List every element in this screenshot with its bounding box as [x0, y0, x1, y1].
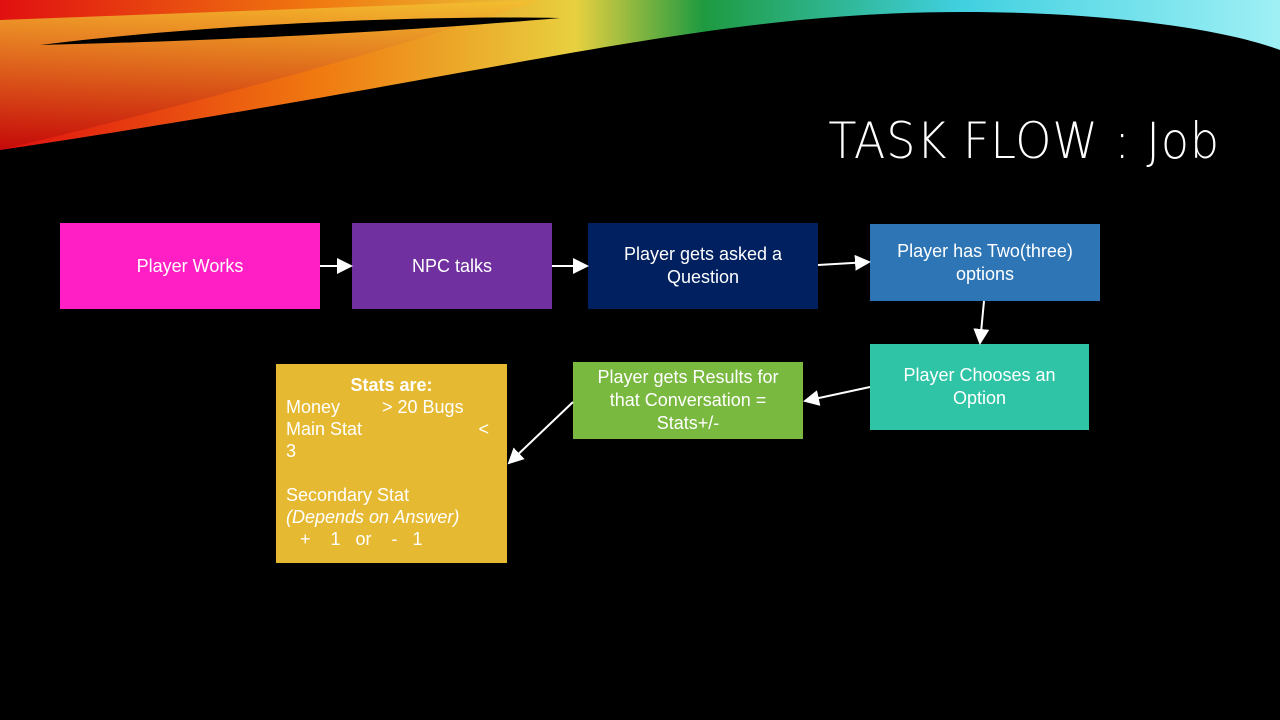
box-two-options: Player has Two(three) options [870, 224, 1100, 301]
decorative-swoosh [0, 0, 1280, 150]
arrow-choose-to-results [803, 386, 871, 406]
arrow-results-to-stats [507, 401, 574, 465]
box-npc-talks: NPC talks [352, 223, 552, 309]
stat-secondary-note: (Depends on Answer) [286, 507, 460, 527]
box-label: Player has Two(three) options [897, 240, 1073, 284]
box-label: Player Chooses an Option [903, 365, 1056, 408]
stat-main-value-cont: 3 [286, 441, 297, 461]
stat-secondary-value: + 1 or - 1 [300, 529, 423, 549]
box-label: Player gets asked a Question [623, 244, 783, 287]
arrow-question-to-options [817, 254, 871, 271]
box-label: Player gets Results for that Conversatio… [597, 367, 779, 433]
box-stats: Stats are: Money > 20 Bugs Main Stat < 3 S… [276, 364, 507, 563]
box-gets-results: Player gets Results for that Conversatio… [573, 362, 803, 439]
box-player-works: Player Works [60, 223, 320, 309]
box-label: Player Works [136, 255, 244, 276]
stat-main-label: Main Stat [286, 419, 363, 439]
stats-heading: Stats are: [350, 375, 433, 395]
box-label: NPC talks [411, 255, 492, 276]
stat-money-label: Money [286, 397, 341, 417]
box-chooses-option: Player Chooses an Option [870, 344, 1089, 430]
slide-title: TASK FLOW : Job [828, 112, 1220, 170]
stat-money-value: > 20 Bugs [382, 397, 464, 417]
arrow-options-to-choose [973, 300, 990, 345]
stat-main-value: < [478, 419, 489, 439]
stat-secondary-label: Secondary Stat [286, 485, 410, 505]
box-asked-question: Player gets asked a Question [588, 223, 818, 309]
